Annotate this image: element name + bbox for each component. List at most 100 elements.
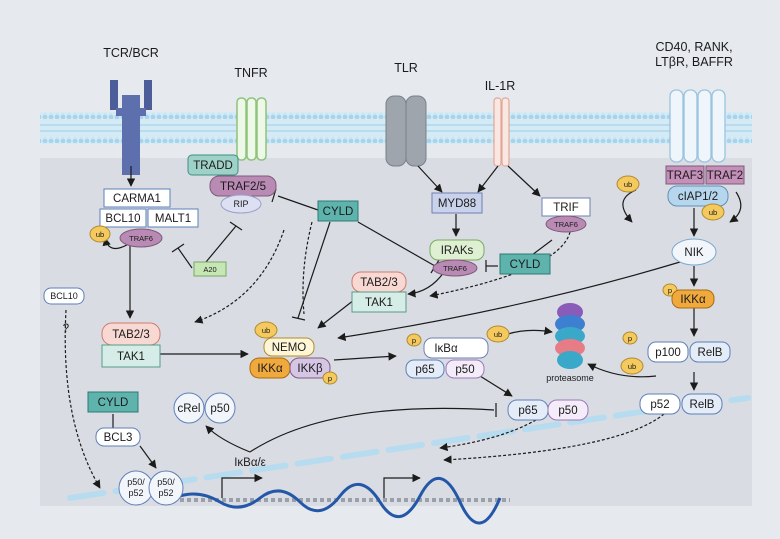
p50-n-box [547,399,589,421]
ub-p100-label: ub [628,362,636,371]
p-p100 [622,331,638,345]
traf6-tcr [119,228,163,248]
traf3-box [665,165,705,185]
ub-ciap-left [616,175,640,193]
il1r-receptor [493,97,510,167]
p-ikka-nc-label: p [668,286,672,295]
tab23-left-label: TAB2/3 [112,329,150,341]
ub-nemo-label: ub [262,326,270,335]
tradd-box [187,154,239,176]
tlr-label: TLR [394,61,418,75]
crel-label: cRel [177,403,200,415]
p50p52-b-node [148,470,184,506]
cyld-mid-box [499,253,551,275]
a20-label: A20 [203,265,216,274]
tak1-left-label: TAK1 [117,351,145,363]
ub-p100 [620,357,644,375]
p100-label: p100 [655,347,681,359]
malt1-box [147,208,199,228]
cyld-low-box [87,391,139,413]
ciap-label: cIAP1/2 [678,191,718,203]
p-p100-label: p [628,334,632,343]
ikba-e-label: IκBα/ε [234,457,266,469]
myd88-label: MYD88 [438,198,476,210]
cyld-top-label: CYLD [323,206,354,218]
carma1-box [103,188,171,208]
p50p52-b-line1: p50/ [157,477,175,487]
ikba-box [423,337,489,359]
tcr-bcr-receptor [110,80,152,175]
p50p52-b-line2: p52 [158,488,173,498]
ub-ciap-left-label: ub [624,180,632,189]
proteasome-label: proteasome [546,373,594,383]
cyld-low-label: CYLD [98,397,129,409]
tab23-mid-label: TAB2/3 [360,277,398,289]
tlr-receptor [385,95,427,167]
ikkb-box [289,357,331,379]
tnfr-label: TNFR [234,66,267,80]
tak1-mid-label: TAK1 [365,297,393,309]
tak1-left-box [101,344,161,368]
p-ikba [406,333,422,347]
ub-ciap-right [701,203,725,221]
crel-node [173,392,205,424]
myd88-box [431,192,483,214]
traf2-label: TRAF2 [707,170,743,182]
ikba-label: IκBα [434,343,458,355]
tcr-bcr-label: TCR/BCR [103,46,159,60]
ub-tcr-label: ub [96,230,104,239]
traf3-label: TRAF3 [667,170,703,182]
traf2-box [705,165,745,185]
rip-label: RIP [233,199,248,209]
p50-n-label: p50 [558,405,577,417]
bcl3-label: BCL3 [104,432,133,444]
p50-crel-node [204,392,236,424]
bcl10-left-box [43,287,85,305]
ub-ciap-right-label: ub [709,208,717,217]
traf6-iraks [432,259,478,277]
il1r-label: IL-1R [485,79,516,93]
nik-node [671,238,717,266]
ub-ikba [486,325,510,343]
ub-ikba-label: ub [494,330,502,339]
a20-box [193,261,227,277]
noncanonical-receptor [669,89,726,163]
rip-node [220,194,262,214]
iraks-label: IRAKs [441,245,474,257]
proteasome-icon [555,303,585,369]
ciap-box [667,185,729,207]
p52-label: p52 [650,399,669,411]
traf6-tcr-label: TRAF6 [129,234,153,243]
p52-box [639,393,681,415]
p100-box [647,341,689,363]
carma1-label: CARMA1 [113,193,161,205]
ikka-nc-box [671,289,715,309]
connections [64,165,742,498]
ub-nemo [254,321,278,339]
nik-label: NIK [684,247,704,259]
bcl10-left-label: BCL10 [50,291,78,301]
dna-helix [179,476,502,525]
tradd-label: TRADD [193,160,233,172]
p-ikkb-label: p [328,374,332,383]
p65-label: p65 [415,364,434,376]
bcl10-label: BCL10 [105,213,140,225]
cyld-mid-label: CYLD [510,259,541,271]
relb-label: RelB [698,347,723,359]
relb2-box [681,393,723,415]
cyld-top-box [317,200,359,222]
noncanonical-receptors-label-2: LTβR, BAFFR [655,55,733,69]
traf6-trif [545,215,587,233]
p50-crel-label: p50 [210,403,229,415]
ikkb-label: IKKβ [297,363,323,375]
p65-box [405,359,445,379]
ub-tcr [89,225,111,243]
ikka-nc-label: IKKα [680,294,706,306]
traf25-label: TRAF2/5 [220,181,266,193]
p65-n-label: p65 [518,405,537,417]
p50p52-a-line2: p52 [128,488,143,498]
traf6-trif-label: TRAF6 [554,220,578,229]
p-ikkb [322,371,338,385]
